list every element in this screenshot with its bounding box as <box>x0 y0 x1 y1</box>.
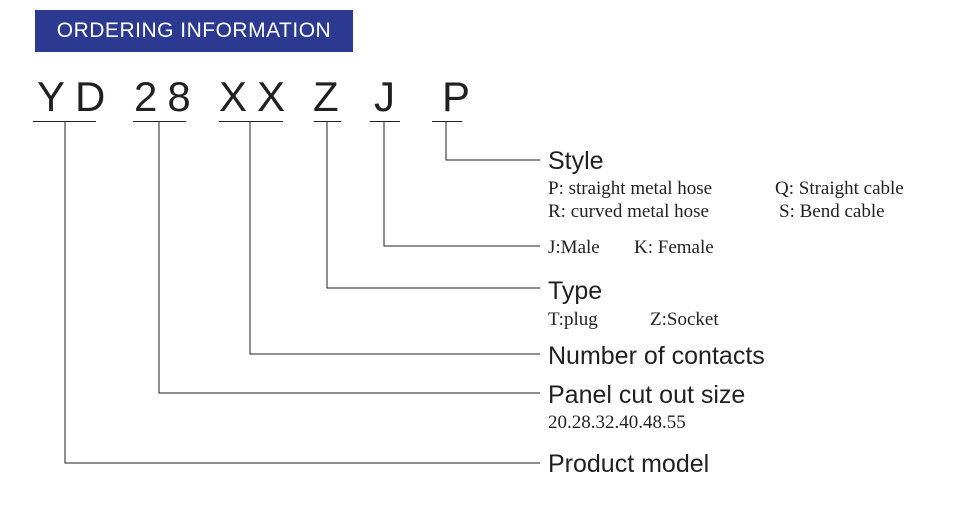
product-model-label: Product model <box>548 450 710 478</box>
underline-contacts <box>219 121 283 122</box>
connector-gender <box>383 121 540 247</box>
style-label: Style <box>548 147 604 175</box>
style-option-r: R: curved metal hose <box>548 201 709 222</box>
underline-gender <box>370 121 400 122</box>
code-part-style: P <box>442 73 481 120</box>
gender-option-male: J:Male <box>548 237 600 258</box>
type-option-socket: Z:Socket <box>650 309 719 330</box>
code-part-product-model: YD <box>37 73 116 120</box>
panel-size-values: 20.28.32.40.48.55 <box>548 412 686 433</box>
type-label: Type <box>548 277 603 305</box>
panel-size-label: Panel cut out size <box>548 381 746 409</box>
code-part-type: Z <box>313 73 349 120</box>
connector-style <box>445 121 540 161</box>
connector-model <box>64 121 540 464</box>
contacts-label: Number of contacts <box>548 342 765 370</box>
ordering-information-banner: ORDERING INFORMATION <box>35 10 353 52</box>
code-part-panel-size: 28 <box>134 73 201 120</box>
connector-type <box>326 121 540 289</box>
code-part-gender: J <box>374 73 405 120</box>
style-option-s: S: Bend cable <box>779 201 885 222</box>
connector-panel <box>158 121 540 394</box>
gender-option-female: K: Female <box>634 237 714 258</box>
code-part-contacts: XX <box>219 73 296 120</box>
type-option-plug: T:plug <box>548 309 598 330</box>
underline-style <box>432 121 462 122</box>
style-option-q: Q: Straight cable <box>775 178 904 199</box>
style-option-p: P: straight metal hose <box>548 178 713 199</box>
connector-contacts <box>249 121 540 355</box>
